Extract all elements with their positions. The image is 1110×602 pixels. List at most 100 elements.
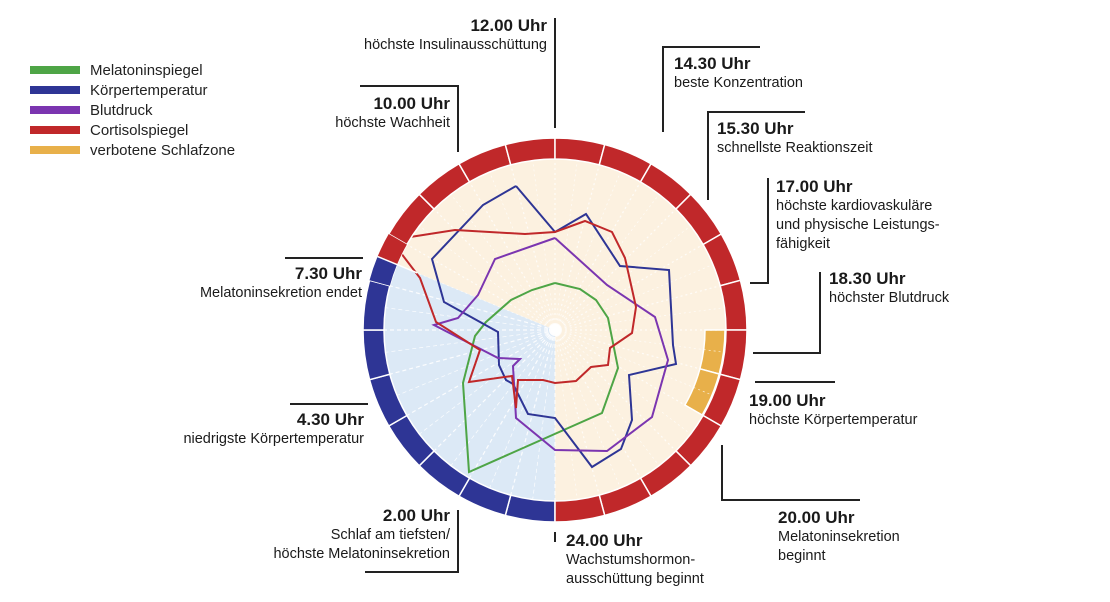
leader-lines <box>285 18 860 573</box>
annotation-time: 12.00 Uhr <box>470 16 547 35</box>
hour-spoke <box>554 329 691 435</box>
hour-ring <box>362 137 748 523</box>
hour-spoke <box>510 164 556 331</box>
annotation-time: 15.30 Uhr <box>717 119 794 138</box>
hour-spoke <box>554 329 714 396</box>
leader-1830 <box>753 272 821 354</box>
annotation-time: 24.00 Uhr <box>566 531 643 550</box>
legend-swatch <box>30 106 80 114</box>
legend-item-melatonin: Melatoninspiegel <box>30 60 235 80</box>
annotation-desc: fähigkeit <box>776 236 831 252</box>
hour-spoke <box>554 329 725 353</box>
annotation-time: 17.00 Uhr <box>776 177 853 196</box>
annotation-1430-uhr: 14.30 Uhr beste Konzentration <box>674 54 803 93</box>
hour-spoke <box>554 329 578 500</box>
annotation-desc: höchste Wachheit <box>335 115 450 131</box>
annotation-12-uhr: 12.00 Uhr höchste Insulinausschüttung <box>364 16 547 55</box>
legend: Melatoninspiegel Körpertemperatur Blutdr… <box>30 60 235 160</box>
leader-1530 <box>707 111 805 200</box>
hour-spoke <box>385 329 556 353</box>
hour-spoke <box>450 329 556 466</box>
annotation-desc: Melatoninsekretion <box>778 529 900 545</box>
legend-label: Melatoninspiegel <box>90 61 203 79</box>
legend-item-cortisol: Cortisolspiegel <box>30 120 235 140</box>
annotation-desc: und physische Leistungs- <box>776 217 940 233</box>
hour-spoke <box>468 329 556 479</box>
legend-label: verbotene Schlafzone <box>90 141 236 159</box>
hour-spoke <box>433 329 556 452</box>
hour-spoke <box>554 329 621 489</box>
hour-spoke <box>433 208 556 331</box>
annotation-20-uhr: 20.00 Uhr Melatoninsekretion beginnt <box>778 508 900 566</box>
hour-spoke <box>554 181 642 331</box>
annotation-desc: beginnt <box>778 548 826 564</box>
hour-spoke <box>419 225 556 331</box>
annotation-10-uhr: 10.00 Uhr höchste Wachheit <box>335 94 450 133</box>
hour-spoke <box>554 160 578 331</box>
hour-spoke <box>554 285 721 331</box>
annotation-time: 18.30 Uhr <box>829 269 906 288</box>
night-boundary <box>377 255 418 274</box>
hour-spoke <box>554 208 677 331</box>
annotation-730-uhr: 7.30 Uhr Melatoninsekretion endet <box>200 264 362 303</box>
legend-label: Blutdruck <box>90 101 153 119</box>
hour-spoke <box>554 329 642 479</box>
series-melatoninspiegel <box>461 282 620 474</box>
annotation-time: 2.00 Uhr <box>382 506 450 525</box>
legend-label: Cortisolspiegel <box>90 121 189 139</box>
hour-ring-segment <box>377 234 407 265</box>
hour-ring-segment <box>369 256 398 286</box>
hour-spoke <box>554 194 660 331</box>
hour-spoke <box>406 329 556 417</box>
series-cortisolspiegel <box>390 219 638 409</box>
legend-swatch <box>30 66 80 74</box>
annotation-430-uhr: 4.30 Uhr niedrigste Körpertemperatur <box>183 410 364 449</box>
annotation-24-uhr: 24.00 Uhr Wachstumshormon- ausschüttung … <box>566 531 704 589</box>
legend-swatch <box>30 86 80 94</box>
leader-20 <box>721 445 860 501</box>
hour-spoke <box>489 329 556 489</box>
annotation-desc: Melatoninsekretion endet <box>199 285 362 301</box>
annotation-desc: höchster Blutdruck <box>829 290 950 306</box>
annotation-time: 7.30 Uhr <box>294 264 362 283</box>
leader-2 <box>365 510 459 573</box>
hour-spoke <box>554 329 677 452</box>
annotation-desc: Wachstumshormon- <box>566 552 696 568</box>
annotation-1830-uhr: 18.30 Uhr höchster Blutdruck <box>829 269 949 308</box>
hour-spoke <box>389 285 556 331</box>
leader-1430 <box>662 46 760 132</box>
legend-swatch <box>30 146 80 154</box>
legend-label: Körpertemperatur <box>90 81 208 99</box>
annotation-time: 14.30 Uhr <box>674 54 751 73</box>
annotation-time: 4.30 Uhr <box>296 410 364 429</box>
leader-10 <box>360 85 459 152</box>
leader-17 <box>750 178 769 284</box>
hour-spoke <box>554 164 600 331</box>
hour-spoke <box>554 307 725 331</box>
annotation-time: 10.00 Uhr <box>373 94 450 113</box>
hour-spoke <box>532 160 556 331</box>
hour-spoke <box>532 329 556 500</box>
annotation-desc: höchste Insulinausschüttung <box>364 37 547 53</box>
annotation-19-uhr: 19.00 Uhr höchste Körpertemperatur <box>749 391 917 430</box>
annotation-desc: höchste kardiovaskuläre <box>776 198 933 214</box>
legend-item-blood-pressure: Blutdruck <box>30 100 235 120</box>
annotation-2-uhr: 2.00 Uhr Schlaf am tiefsten/ höchste Mel… <box>273 506 450 564</box>
annotation-desc: Schlaf am tiefsten/ <box>330 527 450 543</box>
data-series <box>390 185 678 474</box>
hour-spoke <box>554 329 600 496</box>
annotation-time: 19.00 Uhr <box>749 391 826 410</box>
hour-spoke <box>385 307 556 331</box>
hour-spoke <box>450 194 556 331</box>
hour-spoke <box>554 243 704 331</box>
hour-ring-segment <box>554 494 606 523</box>
legend-item-forbidden-sleep-zone: verbotene Schlafzone <box>30 140 235 160</box>
hour-spoke <box>489 171 556 331</box>
hour-spoke <box>554 225 691 331</box>
annotation-desc: schnellste Reaktionszeit <box>717 140 873 156</box>
hour-spoke <box>468 181 556 331</box>
legend-swatch <box>30 126 80 134</box>
hour-spoke <box>554 329 704 417</box>
center-dot <box>549 324 561 336</box>
